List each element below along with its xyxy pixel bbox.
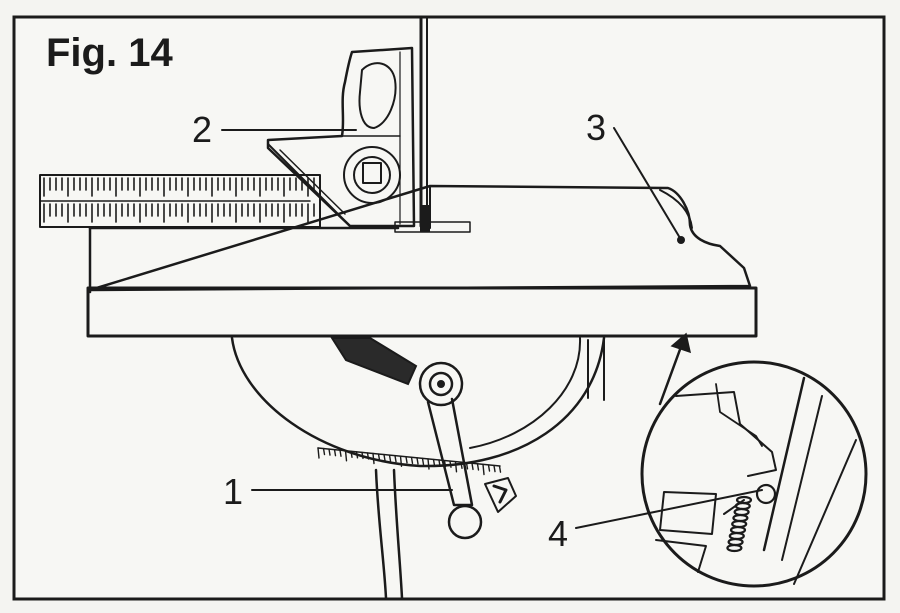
callout-1-label: 1 [223, 471, 243, 512]
callout-3-label: 3 [586, 107, 606, 148]
tilt-lock-handle [418, 361, 517, 540]
trunnion-arc [230, 336, 606, 476]
callout-4: 4 [548, 489, 763, 554]
figure-title: Fig. 14 [46, 31, 173, 75]
callout-4-label: 4 [548, 513, 568, 554]
callout-2: 2 [192, 109, 357, 150]
combination-square [266, 46, 416, 228]
callout-3: 3 [586, 107, 681, 239]
square-ruler [39, 174, 321, 228]
callout-2-label: 2 [192, 109, 212, 150]
table-screw-point [677, 236, 685, 244]
figure-frame [12, 15, 886, 601]
tilt-bracket [330, 337, 418, 386]
callout-1: 1 [223, 471, 453, 512]
detail-magnifier [640, 360, 868, 588]
detail-arrow [658, 332, 692, 406]
saw-blade [419, 15, 428, 228]
saw-base [374, 468, 404, 600]
saw-table [86, 184, 758, 338]
